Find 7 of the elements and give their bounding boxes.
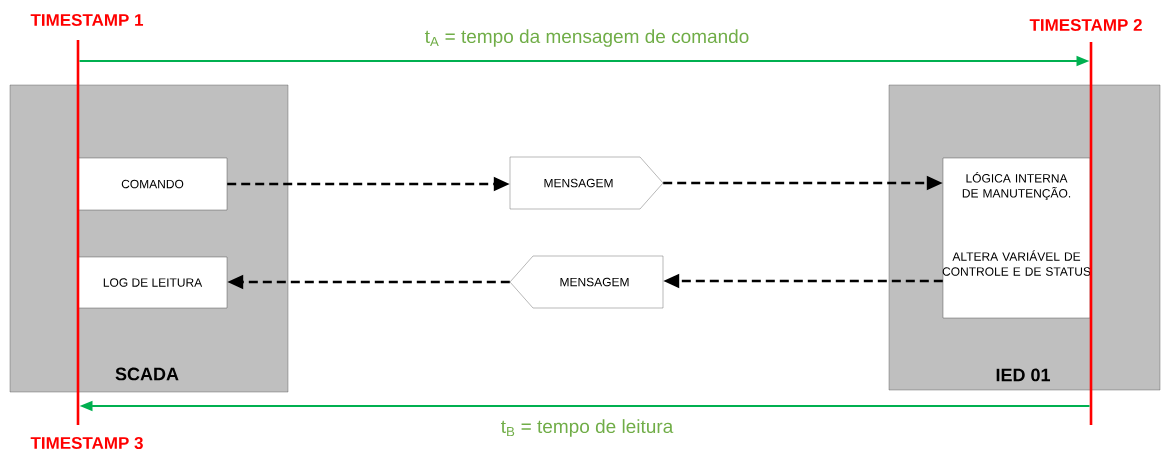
- message-pentagon: MENSAGEM: [509, 156, 664, 210]
- edge-label: t$_{B}$ = tempo de leitura: [501, 419, 674, 437]
- process-box: COMANDO: [77, 157, 228, 211]
- process-box: LOG DE LEITURA: [77, 256, 228, 309]
- process-box: LÓGICA INTERNA DE MANUTENÇÃO. ALTERA VARIÁVEL DE CONTROLE E DE STATUS: [942, 157, 1091, 319]
- edge-label: t$_{A}$ = tempo da mensagem de comando: [424, 29, 749, 47]
- message-pentagon: MENSAGEM: [509, 255, 664, 309]
